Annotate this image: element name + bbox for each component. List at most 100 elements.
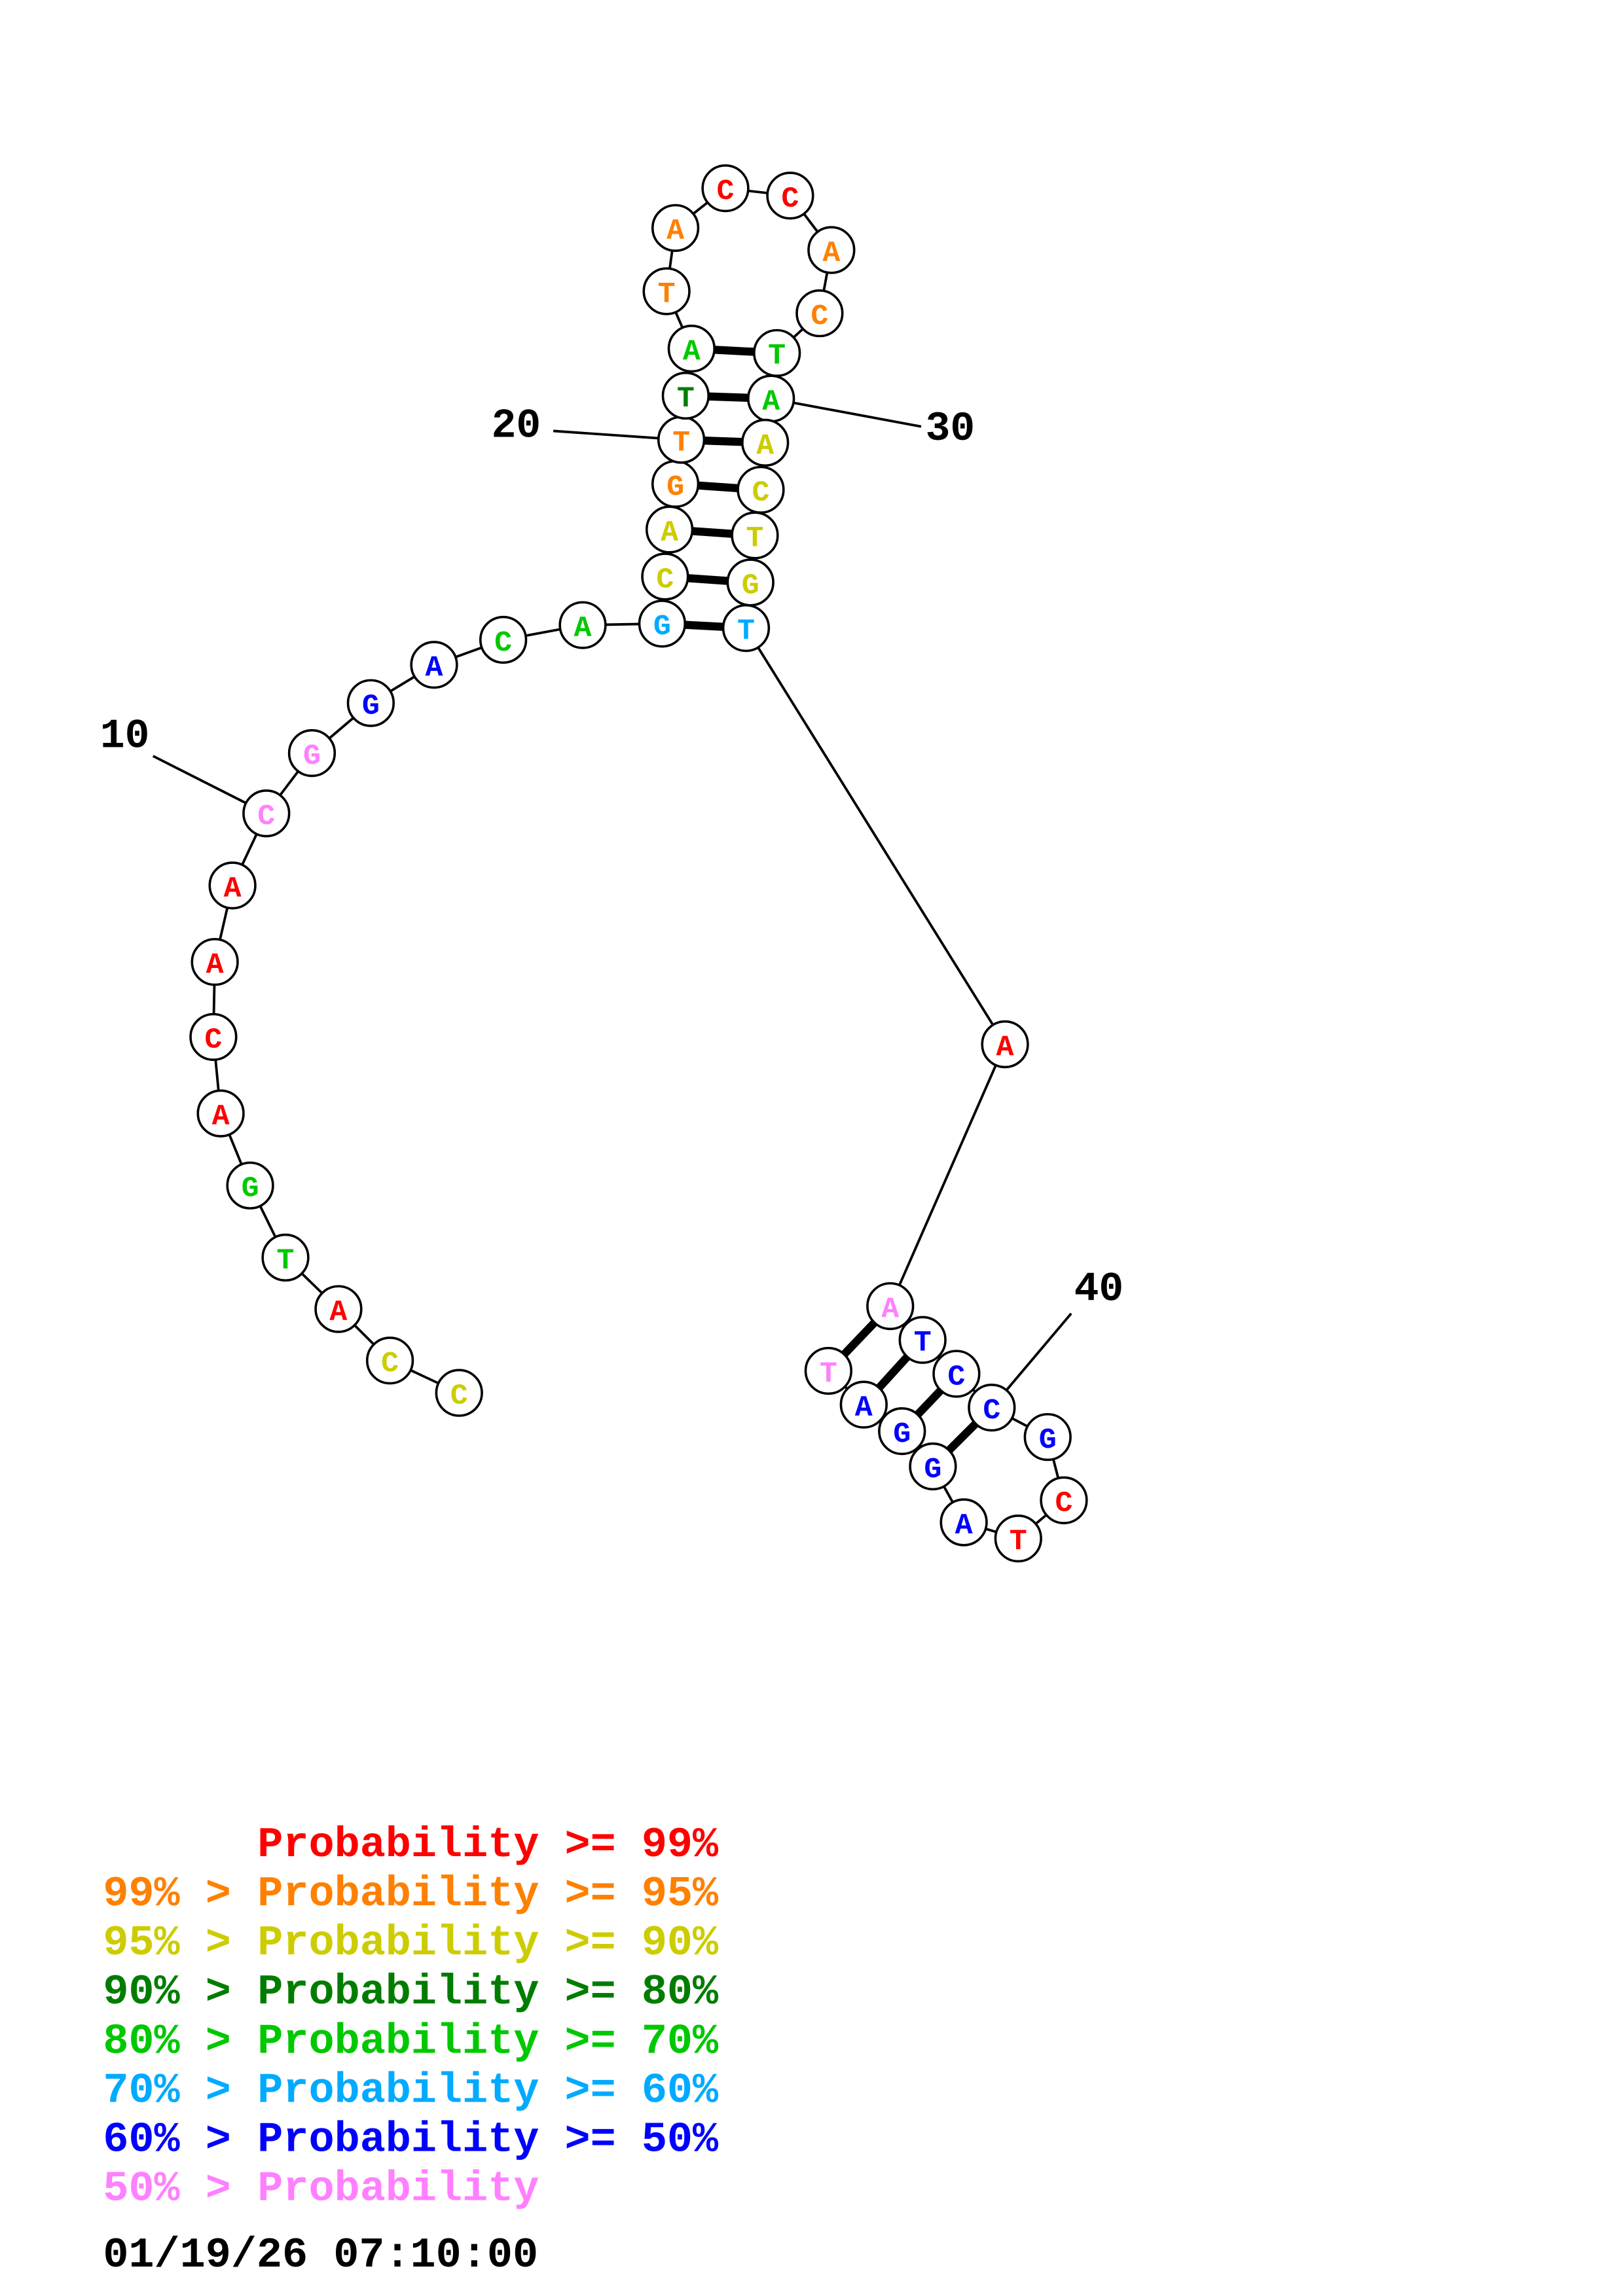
nucleotide-circle	[667, 324, 716, 373]
nucleotide-circle	[365, 1336, 414, 1385]
nucleotide-base: C	[656, 564, 674, 596]
nucleotide-circle	[939, 1498, 988, 1547]
nucleotide-base: C	[494, 627, 512, 660]
timestamp: 01/19/26 07:10:00	[103, 2231, 538, 2280]
nucleotide-circle	[479, 615, 528, 664]
nucleotide-circle	[1023, 1412, 1072, 1462]
nucleotide-circle	[932, 1350, 981, 1398]
probability-legend: Probability >= 99% 99% > Probability >= 95…	[103, 1821, 719, 2213]
nucleotide-base: T	[737, 615, 755, 648]
nucleotide-base: A	[574, 612, 592, 645]
nucleotide-base: T	[1010, 1526, 1027, 1558]
nucleotide-base: A	[762, 386, 780, 418]
nucleotide-circle	[968, 1384, 1016, 1432]
nucleotide-circle	[898, 1316, 947, 1364]
nucleotide-base: C	[947, 1361, 965, 1393]
nucleotide-base: C	[1055, 1488, 1072, 1520]
nucleotide-base: T	[677, 383, 695, 416]
nucleotide-base: T	[768, 340, 786, 373]
nucleotide-circle	[721, 603, 771, 653]
nucleotide-circle	[866, 1282, 915, 1331]
nucleotide-circle	[741, 418, 790, 467]
nucleotide-circle	[661, 371, 710, 420]
nucleotide-base: A	[855, 1392, 873, 1425]
nucleotide-base: T	[820, 1358, 837, 1391]
nucleotide-circle	[1040, 1476, 1088, 1524]
nucleotide-base: A	[683, 336, 701, 368]
position-labels: 10 20 30 40	[100, 403, 1123, 1312]
position-label: 30	[926, 406, 976, 452]
nucleotide-base: G	[1039, 1424, 1057, 1457]
nucleotide-base: G	[742, 569, 759, 602]
nucleotide-circle	[191, 938, 239, 986]
legend-row-prefix: 60% >	[103, 2115, 231, 2164]
nucleotide-circle	[410, 641, 458, 689]
nucleotide-circle	[807, 226, 856, 274]
nucleotide-base: T	[672, 427, 690, 459]
legend-row-label: Probability >= 80%	[257, 1968, 719, 2017]
nucleotide-base: T	[914, 1327, 932, 1360]
nucleotide-base: C	[257, 800, 275, 833]
timestamp-group: 01/19/26 07:10:00	[103, 2231, 538, 2280]
nucleotide-base: A	[996, 1031, 1014, 1064]
nucleotide-base: C	[811, 300, 828, 333]
legend-row-label: Probability >= 90%	[257, 1919, 719, 1967]
nucleotide-circle	[638, 600, 687, 648]
nucleotide-circle	[731, 511, 779, 560]
nucleotide-base: G	[666, 471, 684, 504]
nucleotide-circle	[839, 1380, 888, 1429]
nucleotide-circle	[766, 171, 814, 220]
nucleotide-base: A	[955, 1509, 973, 1542]
legend-row-prefix: 90% >	[103, 1968, 231, 2017]
nucleotide-circle	[701, 164, 750, 213]
nucleotide-circle	[435, 1369, 483, 1417]
legend-row-prefix: 95% >	[103, 1919, 231, 1967]
nucleotide-circle	[651, 204, 700, 252]
position-label: 40	[1074, 1266, 1124, 1313]
label-leader-line	[771, 397, 922, 428]
legend-row-label: Probability >= 50%	[257, 2115, 719, 2164]
nucleotide-base: A	[756, 430, 774, 463]
nucleotide-circle	[346, 679, 395, 727]
nucleotide-circle	[804, 1346, 852, 1395]
nucleotide-circle	[226, 1161, 274, 1210]
nucleotide-circle	[261, 1233, 310, 1282]
position-label: 10	[100, 713, 150, 760]
nucleotide-base: A	[329, 1296, 347, 1329]
legend-row-label: Probability >= 60%	[257, 2066, 719, 2115]
nucleotide-base: A	[212, 1101, 230, 1134]
nucleotide-base: A	[426, 652, 443, 685]
nucleotide-base: C	[781, 183, 799, 215]
nucleotide-circle	[314, 1285, 363, 1333]
legend-row-label: Probability >= 70%	[257, 2017, 719, 2066]
nucleotide-circle	[909, 1442, 957, 1491]
basepair-bonds	[662, 344, 995, 1469]
nucleotide-base: C	[450, 1380, 468, 1413]
legend-row-label: Probability >= 95%	[257, 1870, 719, 1918]
legend-row-prefix: 50% >	[103, 2164, 231, 2213]
nucleotide-circle	[189, 1013, 238, 1061]
nucleotide-base: T	[746, 522, 763, 555]
legend-row-prefix: 99% >	[103, 1870, 231, 1918]
nucleotide-base: A	[206, 949, 224, 982]
nucleotide-circle	[558, 601, 607, 649]
nucleotide-base: T	[658, 278, 676, 311]
legend-row-label: Probability >= 99%	[257, 1821, 719, 1869]
nucleotide-circle	[641, 552, 689, 601]
nucleotide-base: C	[381, 1348, 399, 1380]
nucleotide-base: A	[881, 1293, 899, 1326]
nucleotide-circle	[287, 728, 337, 778]
nucleotide-circle	[981, 1020, 1029, 1069]
nucleotide-base: A	[666, 215, 684, 248]
backbone-segment	[888, 1043, 1006, 1307]
nucleotide-circle	[878, 1407, 926, 1456]
backbone-segment	[744, 627, 1006, 1045]
nucleotide-base: C	[752, 477, 769, 510]
nucleotide-base: A	[224, 872, 242, 905]
position-label: 20	[492, 403, 541, 449]
nucleotide-base: G	[242, 1173, 259, 1206]
nucleotide-base: G	[303, 740, 321, 773]
nucleotide-base: A	[822, 237, 840, 270]
